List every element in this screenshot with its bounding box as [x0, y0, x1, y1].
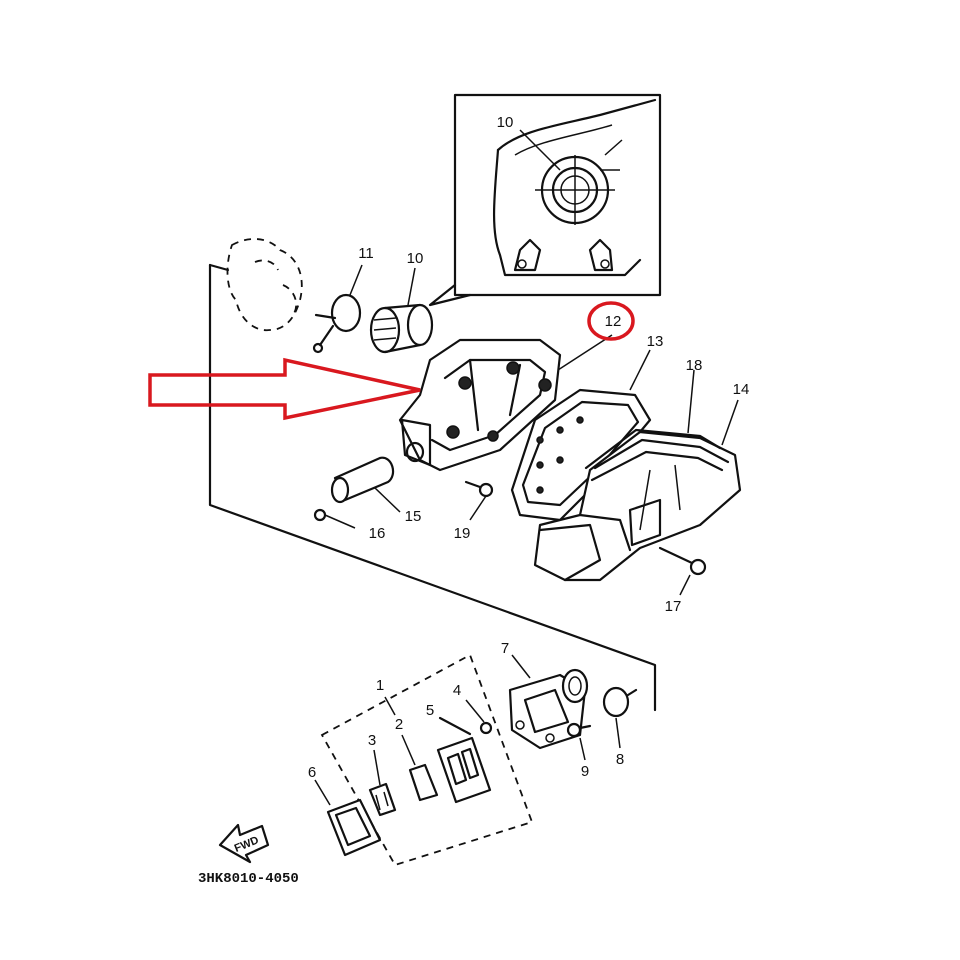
label-9: 9: [581, 763, 589, 780]
label-10-inset: 10: [497, 114, 514, 131]
label-19: 19: [454, 525, 471, 542]
part-19-screw: 19: [454, 480, 494, 542]
part-18-seal: 18: [584, 357, 722, 470]
label-15: 15: [405, 508, 422, 525]
label-3: 3: [368, 732, 376, 749]
label-13: 13: [647, 333, 664, 350]
label-17: 17: [665, 598, 682, 615]
label-6: 6: [308, 764, 316, 781]
part-16-screw: 16: [313, 508, 386, 542]
part-8-clamp: 8: [602, 686, 638, 768]
part-7-manifold: 7: [501, 640, 589, 750]
inset-detail: 10: [428, 93, 662, 307]
label-11: 11: [358, 245, 374, 262]
part-number-code: 3HK8010-4050: [198, 871, 299, 887]
label-16: 16: [369, 525, 386, 542]
part-10-joint: 10: [369, 250, 434, 354]
carburetor-outline: [226, 238, 303, 332]
part-15-tube: 15: [330, 456, 422, 525]
label-5: 5: [426, 702, 434, 719]
fwd-arrow-icon: FWD: [218, 823, 270, 864]
part-6-gasket: 6: [308, 764, 382, 857]
label-2: 2: [395, 716, 403, 733]
assembly-bracket-lines: [208, 263, 657, 712]
label-12: 12: [605, 313, 622, 330]
highlight-annotations: [148, 301, 635, 421]
label-4: 4: [453, 682, 461, 699]
label-14: 14: [733, 381, 750, 398]
part-17-screw: 17: [658, 546, 707, 615]
part-14-cap: 14: [533, 381, 750, 582]
pointer-arrow-icon: [148, 357, 421, 421]
label-8: 8: [616, 751, 624, 768]
highlight-circle-icon: [587, 301, 635, 341]
label-1: 1: [376, 677, 384, 694]
label-7: 7: [501, 640, 509, 657]
label-10: 10: [407, 250, 424, 267]
part-12-case: 12: [398, 313, 622, 472]
part-11-clamp: 11: [312, 245, 374, 354]
part-9-bolt: 9: [566, 722, 592, 780]
label-18: 18: [686, 357, 703, 374]
